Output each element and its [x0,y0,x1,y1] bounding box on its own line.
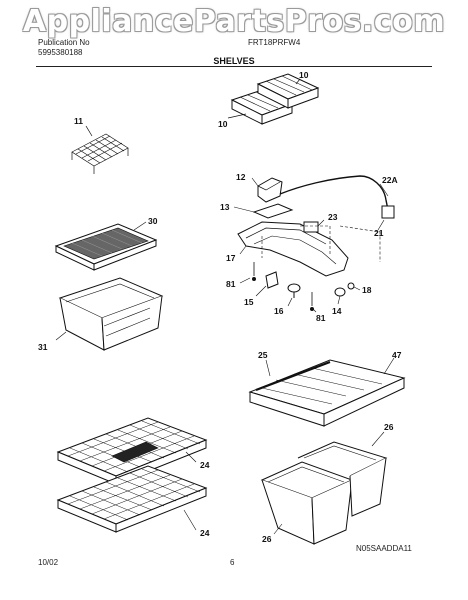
callout-12: 12 [236,172,246,182]
callout-13: 13 [220,202,230,212]
callout-47: 47 [392,350,402,360]
callout-31: 31 [38,342,48,352]
callout-15: 15 [244,297,254,307]
callout-23: 23 [328,212,338,222]
callout-10-upper: 10 [299,70,309,80]
model-number: FRT18PRFW4 [248,38,301,47]
ice-tray-drawing [227,73,320,125]
footer-page-number: 6 [230,558,235,567]
crisper-bins-drawing [260,431,388,545]
callout-10-lower: 10 [218,119,228,129]
callout-16: 16 [274,306,284,316]
callout-81-right: 81 [316,313,326,323]
callout-11: 11 [74,116,83,126]
small-hardware-drawing [239,262,361,313]
footer-drawing-code: N05SAADDA11 [356,544,412,553]
callout-81-left: 81 [226,279,236,289]
crisper-pan-drawing [55,277,164,351]
callout-30: 30 [148,216,158,226]
section-title: SHELVES [213,56,255,66]
glass-shelf-drawing [248,357,406,427]
wire-shelf-small-drawing [71,125,129,174]
callout-21: 21 [374,228,384,238]
crisper-cover-drawing [54,221,158,271]
title-rule [36,66,432,67]
callout-26-right: 26 [384,422,394,432]
callout-26-left: 26 [262,534,272,544]
callout-24-lower: 24 [200,528,210,538]
callout-17: 17 [226,253,236,263]
callout-18: 18 [362,285,372,295]
publication-label: Publication No [38,38,90,47]
callout-22a: 22A [382,175,398,185]
callout-25: 25 [258,350,268,360]
publication-number: 5995380188 [38,48,83,57]
callout-14: 14 [332,306,342,316]
callout-24-upper: 24 [200,460,210,470]
watermark: AppliancePartsPros.com [22,4,446,39]
wire-shelf-lower-drawing [56,465,208,533]
footer-date: 10/02 [38,558,59,567]
ice-maker-assembly-drawing [233,175,395,277]
